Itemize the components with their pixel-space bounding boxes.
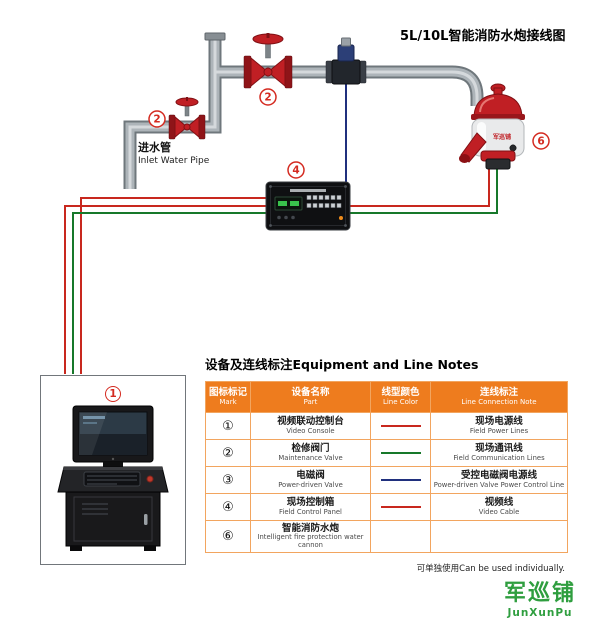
line-color-swatch [380,479,421,481]
part-cell: 电磁阀 Power-driven Valve [250,466,371,494]
marker-valve-left: 2 [148,110,166,128]
marker-valve-top: 2 [259,88,277,106]
video-console-illustration [57,405,169,551]
field-control-panel [265,181,351,231]
part-cell: 智能消防水炮 Intelligent fire protection water… [250,519,371,554]
mark-cell: ② [205,439,251,467]
table-row: ① 视频联动控制台 Video Console 现场电源线 Field Powe… [205,412,568,440]
solenoid-valve [325,37,367,85]
part-cell: 现场控制箱 Field Control Panel [250,493,371,521]
line-color-cell [370,466,431,494]
solenoid-coil [337,44,355,62]
line-color-swatch [380,506,421,508]
line-color-cell [370,439,431,467]
cannon-brand-label: 军巡铺 [493,133,511,141]
mark-cell: ③ [205,466,251,494]
note-cell [430,519,568,554]
line-color-swatch [381,536,421,538]
maintenance-valve-top [243,33,293,89]
brand-logo: 军巡铺 JunXunPu [500,581,580,620]
diagram-title: 5L/10L智能消防水炮接线图 [400,28,565,44]
part-cell: 检修阀门 Maintenance Valve [250,439,371,467]
svg-text:6: 6 [537,136,544,148]
inlet-pipe-label-en: Inlet Water Pipe [138,156,210,166]
table-row: ③ 电磁阀 Power-driven Valve 受控电磁阀电源线 Power-… [205,466,568,494]
col-header-line-color: 线型颜色 Line Color [370,381,431,413]
marker-console: 1 [105,386,121,402]
maintenance-valve-left [168,97,206,140]
marker-panel: 4 [287,161,305,179]
console-door-handle [144,514,148,525]
panel-terminals [306,195,342,208]
panel-display [274,196,303,211]
cannon-base [485,158,511,170]
water-cannon: 军巡铺 [459,83,525,170]
table-footnote: 可单独使用Can be used individually. [416,564,565,575]
table-header-row: 图标标记 Mark 设备名称 Part 线型颜色 Line Color 连线标注… [205,381,568,413]
table-title: 设备及连线标注Equipment and Line Notes [205,357,479,372]
inlet-pipe-label-cn: 进水管 [138,140,171,154]
equipment-table: 图标标记 Mark 设备名称 Part 线型颜色 Line Color 连线标注… [205,381,568,554]
table-row: ⑥ 智能消防水炮 Intelligent fire protection wat… [205,519,568,554]
note-cell: 现场电源线 Field Power Lines [430,412,568,440]
brand-logo-en: JunXunPu [507,607,573,619]
mark-cell: ⑥ [205,519,251,554]
video-wire [80,197,266,374]
brand-logo-cn: 军巡铺 [503,581,576,606]
line-color-cell [370,412,431,440]
svg-text:2: 2 [153,114,160,126]
line-color-swatch [380,452,421,454]
panel-led [339,216,343,220]
line-color-cell [370,519,431,554]
cannon-camera-lens [509,144,517,152]
note-cell: 受控电磁阀电源线 Power-driven Valve Power Contro… [430,466,568,494]
console-box: 1 [40,375,186,565]
svg-text:4: 4 [292,165,299,177]
col-header-note: 连线标注 Line Connection Note [430,381,568,413]
console-button [146,475,154,483]
equipment-table-section: 设备及连线标注Equipment and Line Notes 图标标记 Mar… [205,354,568,575]
pipe-top-flange [204,32,226,41]
marker-cannon: 6 [532,132,550,150]
part-cell: 视频联动控制台 Video Console [250,412,371,440]
table-row: ② 检修阀门 Maintenance Valve 现场通讯线 Field Com… [205,439,568,467]
svg-text:2: 2 [264,92,271,104]
note-cell: 视频线 Video Cable [430,493,568,521]
line-color-cell [370,493,431,521]
table-row: ④ 现场控制箱 Field Control Panel 视频线 Video Ca… [205,493,568,521]
mark-cell: ④ [205,493,251,521]
col-header-mark: 图标标记 Mark [205,381,251,413]
line-color-swatch [380,425,421,427]
note-cell: 现场通讯线 Field Communication Lines [430,439,568,467]
col-header-part: 设备名称 Part [250,381,371,413]
mark-cell: ① [205,412,251,440]
